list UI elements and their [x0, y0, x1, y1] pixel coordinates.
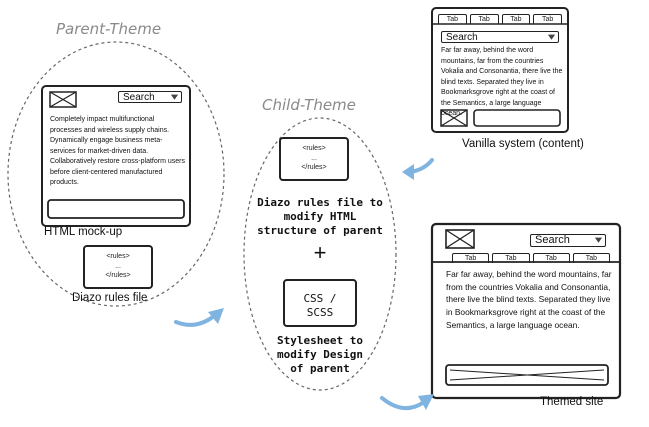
child-stylesheet-box — [283, 279, 357, 327]
child-theme-boundary — [243, 117, 397, 391]
parent-rules-close-tag: </rules> — [105, 272, 131, 279]
chevron-down-icon — [594, 237, 603, 243]
arrowhead-vanilla-to-child — [402, 164, 414, 180]
child-stylesheet-description: Stylesheet to modify Design of parent — [250, 334, 390, 376]
child-rules-open-tag: <rules> — [302, 145, 326, 152]
vanilla-tabs: Tab Tab Tab Tab — [438, 14, 562, 24]
child-rules-content: <rules> ... </rules> — [280, 144, 348, 173]
parent-rules-box — [83, 245, 153, 289]
plus-sign: + — [313, 240, 327, 265]
child-rules-desc-line3: structure of parent — [257, 224, 383, 237]
themed-tabs: Tab Tab Tab Tab — [452, 253, 610, 263]
parent-rules-content: <rules> ... </rules> — [84, 252, 152, 281]
arrowhead-child-to-themed — [418, 394, 434, 410]
parent-rules-open-tag: <rules> — [106, 253, 130, 260]
parent-mockup-caption: HTML mock-up — [44, 226, 123, 238]
chevron-down-icon — [547, 34, 556, 40]
stylesheet-desc-line2: modify Design — [276, 348, 364, 361]
child-rules-close-tag: </rules> — [301, 164, 327, 171]
parent-rules-caption: Diazo rules file — [72, 292, 148, 304]
child-rules-ellipsis: ... — [311, 154, 317, 162]
stylesheet-line-css: CSS / — [303, 292, 337, 305]
themed-window — [430, 222, 622, 400]
themed-caption: Themed site — [540, 396, 604, 408]
stylesheet-desc-line1: Stylesheet to — [276, 334, 364, 347]
vanilla-tab-2: Tab — [469, 14, 499, 24]
child-rules-box — [279, 137, 349, 181]
parent-mockup-search: Search — [118, 91, 182, 103]
parent-rules-ellipsis: ... — [115, 262, 121, 270]
parent-theme-title: Parent-Theme — [56, 20, 162, 38]
stylesheet-desc-line3: of parent — [290, 362, 350, 375]
chevron-down-icon — [170, 94, 179, 100]
vanilla-tab-4: Tab — [533, 14, 562, 24]
vanilla-search-label: Search — [446, 32, 478, 43]
themed-tab-1: Tab — [452, 253, 490, 263]
arrow-heads — [208, 164, 434, 410]
child-stylesheet-content: CSS / SCSS — [284, 292, 356, 320]
child-rules-desc-line1: Diazo rules file to — [257, 196, 383, 209]
vanilla-body-text: Far far away, behind the word mountains,… — [441, 47, 563, 117]
vanilla-tab-1: Tab — [438, 14, 467, 24]
themed-search-label: Search — [535, 234, 570, 246]
parent-mockup-search-label: Search — [123, 92, 155, 103]
vanilla-tab-3: Tab — [501, 14, 531, 24]
child-theme-title: Child-Theme — [262, 96, 356, 114]
stylesheet-line-scss: SCSS — [306, 306, 334, 319]
child-rules-description: Diazo rules file to modify HTML structur… — [250, 196, 390, 238]
themed-tab-2: Tab — [492, 253, 530, 263]
themed-search: Search — [530, 234, 606, 247]
parent-theme-boundary — [7, 41, 225, 307]
child-rules-desc-line2: modify HTML — [283, 210, 357, 223]
vanilla-caption: Vanilla system (content) — [462, 138, 584, 150]
parent-mockup-body-text: Completely impact multifunctional proces… — [50, 116, 185, 186]
parent-mockup-window — [41, 85, 191, 227]
arrow-parent-to-child — [174, 314, 216, 327]
arrowhead-parent-to-child — [208, 308, 224, 324]
vanilla-search: Search — [441, 31, 559, 43]
themed-body-text: Far far away, behind the word mountains,… — [446, 269, 612, 330]
arrow-child-to-themed — [380, 396, 426, 410]
themed-tab-4: Tab — [572, 253, 610, 263]
themed-tab-3: Tab — [532, 253, 570, 263]
